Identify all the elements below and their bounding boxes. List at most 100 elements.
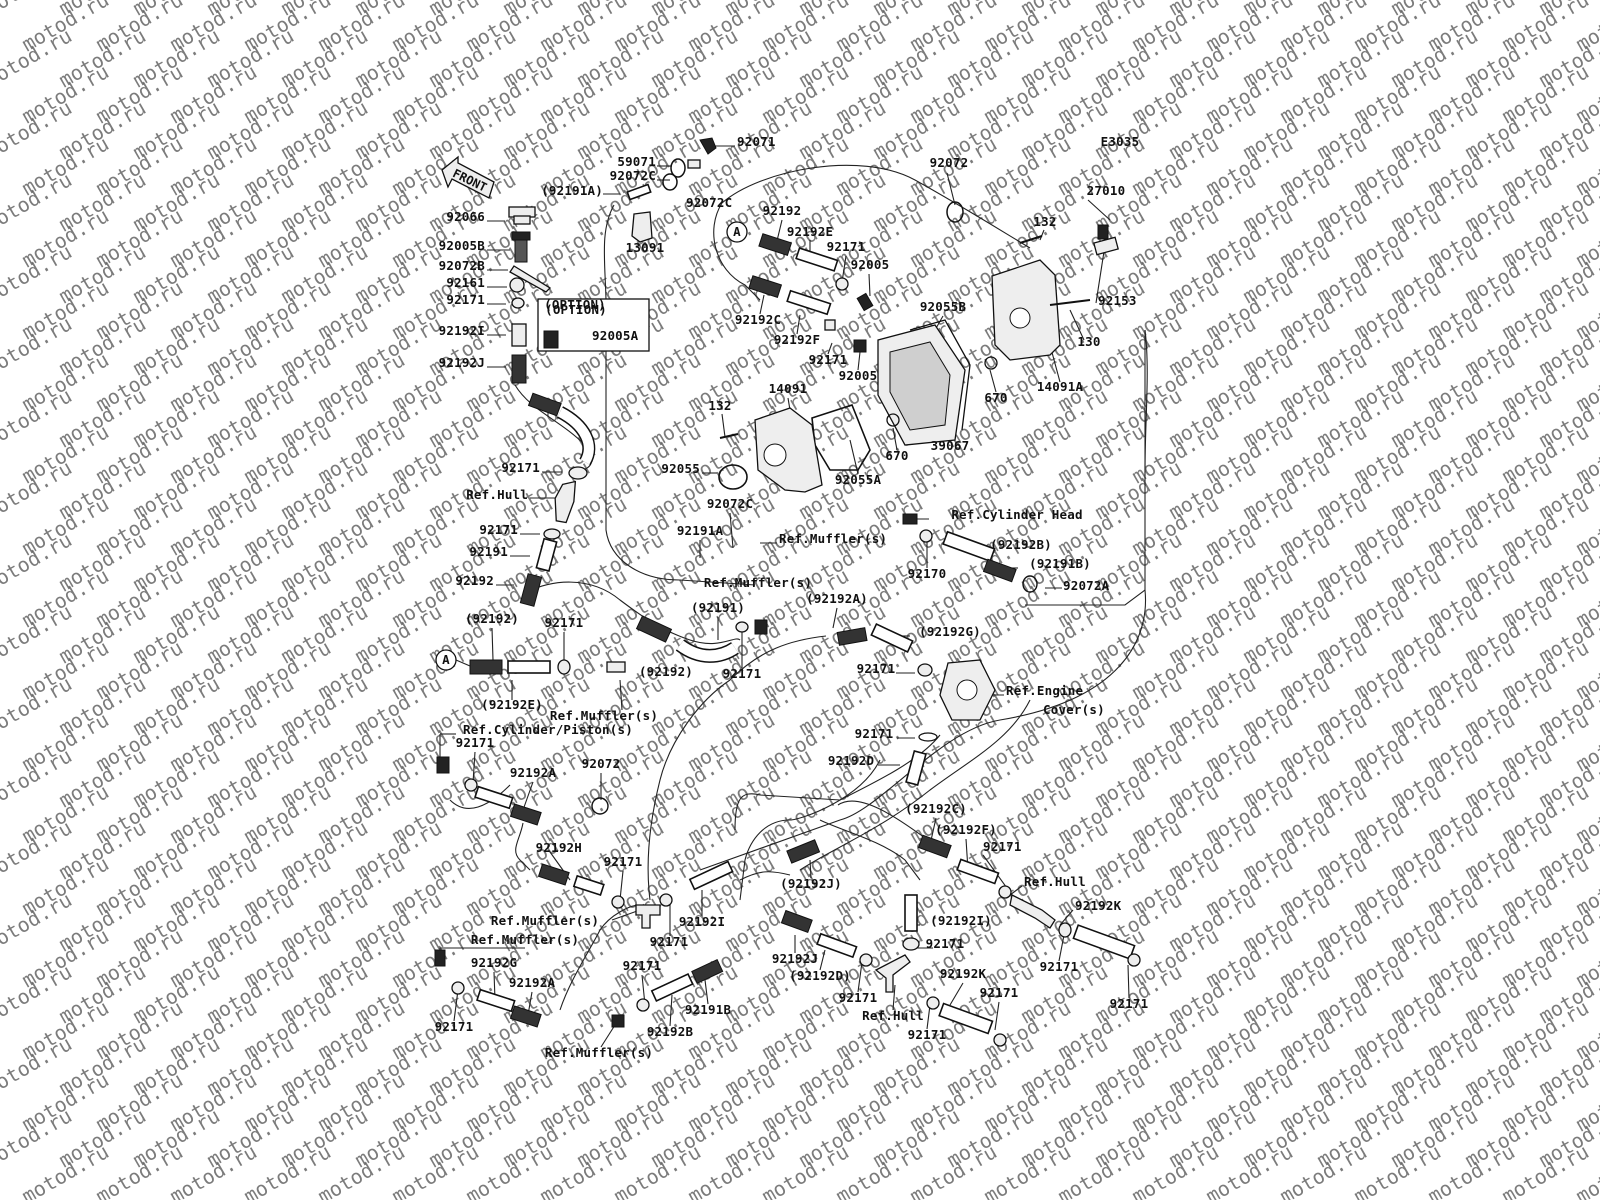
part-label: 92192C [735,312,781,327]
part-label: 92171 [604,854,643,869]
part-label: 92192F [774,332,820,347]
part-label: 92072C [610,168,656,183]
callout-a-left: A [435,649,471,671]
part-label: 92005A [592,328,639,343]
part-label: (92192I) [930,913,992,928]
part-label: 92066 [446,209,485,224]
part-label: Ref.Muffler(s) [471,932,579,947]
part-label: (92192D) [789,968,851,983]
part-label: 92171 [980,985,1019,1000]
part-label: 92191B [685,1002,732,1017]
part-label: 92170 [908,566,947,581]
part-label: (92192) [639,664,693,679]
part-label: 92055 [661,461,700,476]
part-label: 92171 [435,1019,474,1034]
part-label: Ref.Muffler(s) [545,1045,653,1060]
part-label: 92171 [1110,996,1149,1011]
part-label: 92192I [679,914,725,929]
part-label: 92192J [439,355,485,370]
callout-a-left-letter: A [442,652,450,667]
part-label: 92171 [545,615,584,630]
part-label: (92192B) [990,537,1052,552]
part-label: (92192A) [806,591,868,606]
part-label: 92192H [536,840,582,855]
part-label: 92171 [827,239,866,254]
part-label: 92171 [983,839,1022,854]
part-label: (92191A) [541,183,603,198]
part-label: 92171 [446,292,485,307]
right-mid-parts [836,513,1038,786]
part-label: 92192E [787,224,833,239]
part-label: Ref.Cylinder/Piston(s) [463,722,633,737]
part-label: 92192D [828,753,874,768]
part-label: 92161 [446,275,485,290]
part-label: 27010 [1087,183,1126,198]
callout-a-top: A [726,221,748,243]
part-label: 92171 [809,352,848,367]
part-label: 92171 [650,934,689,949]
upper-parts [626,137,964,353]
part-label: Ref.Cylinder Head [951,507,1082,522]
part-label: 92072 [930,155,969,170]
part-label: (92191B) [1029,556,1091,571]
lower-parts [434,756,1141,1047]
part-label: 92071 [737,134,776,149]
part-label: 92072C [686,195,732,210]
part-label: 92005 [851,257,890,272]
part-label: (92192J) [780,876,842,891]
hose-routing-lines [449,164,1148,1011]
part-label: (92192G) [919,624,981,639]
part-label: 92191A [677,523,724,538]
part-label: Cover(s) [1043,702,1105,717]
part-label: (92191) [691,600,745,615]
part-label: 92192A [510,765,557,780]
part-label: (OPTION) [544,297,606,312]
part-label: 92072 [582,756,621,771]
part-label: 92171 [479,522,518,537]
part-label: Ref.Muffler(s) [550,708,658,723]
option-box: (OPTION) [537,298,650,352]
part-label: (92192E) [481,697,543,712]
part-label: 92191 [469,544,508,559]
part-label: 92005 [839,368,878,383]
part-labels: 920715907192072C(92191A)92072C92072E3035… [435,134,1149,1060]
part-label: (92192) [465,611,519,626]
part-label: 92192K [1075,898,1122,913]
part-label: 92005B [439,238,486,253]
part-label: 92192A [509,975,556,990]
part-label: Ref.Hull [1024,874,1086,889]
pump-covers [718,224,1119,493]
part-label: 13091 [626,240,665,255]
part-label: 92192 [763,203,802,218]
part-label: 670 [885,448,908,463]
part-label: (92192C) [905,801,967,816]
option-box-title: (OPTION) [545,302,607,317]
part-label: 92072B [439,258,486,273]
part-label: 59071 [617,154,656,169]
part-label: 92171 [501,460,540,475]
part-label: Ref.Muffler(s) [704,575,812,590]
part-label: 92072A [1063,578,1110,593]
part-label: 92171 [456,735,495,750]
part-label: Ref.Muffler(s) [779,531,887,546]
part-label: 92171 [623,958,662,973]
part-label: 92171 [839,990,878,1005]
part-label: 39067 [931,438,970,453]
part-label: 92171 [855,726,894,741]
part-label: 92192 [455,573,494,588]
part-label: 14091 [769,381,808,396]
part-label: 14091A [1037,379,1084,394]
part-label: Ref.Engine [1006,683,1084,698]
part-label: 92171 [926,936,965,951]
figure-code: E3035 [1101,134,1140,149]
part-label: 132 [708,398,731,413]
part-label: Ref.Hull [466,487,528,502]
part-label: 92171 [908,1027,947,1042]
left-hoses [469,392,768,675]
part-label: (92192F) [935,822,997,837]
part-label: 92171 [1040,959,1079,974]
part-label: 92055B [920,299,967,314]
part-label: Ref.Muffler(s) [491,913,599,928]
